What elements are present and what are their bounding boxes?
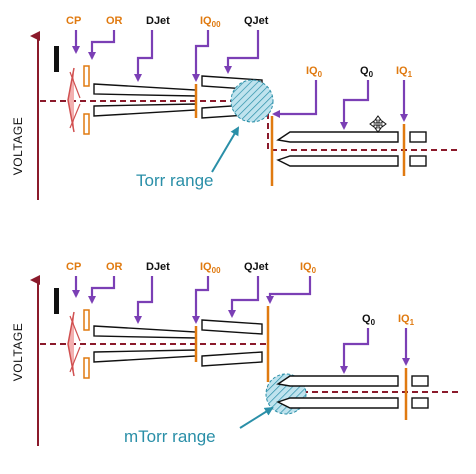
q1-rod-upper [409, 131, 427, 143]
move-cursor-icon [369, 115, 387, 133]
range-label-torr: Torr range [136, 171, 213, 190]
scale-bar [54, 46, 59, 72]
djet-rod-upper [93, 325, 197, 339]
pointer-iq00 [192, 276, 210, 324]
q0-rod-upper [276, 375, 399, 387]
pointer-or [88, 276, 116, 304]
label-cp: CP [66, 15, 81, 27]
pointer-q0 [340, 80, 370, 130]
or-electrode-upper [83, 65, 90, 87]
label-djet: DJet [146, 15, 170, 27]
q0-rod-lower [276, 155, 399, 167]
pressure-region [230, 79, 274, 123]
scale-bar [54, 288, 59, 314]
qjet-rod-upper [201, 319, 263, 335]
q0-rod-upper [276, 131, 399, 143]
label-qjet: QJet [244, 15, 269, 27]
pointer-djet [134, 276, 154, 324]
q1-rod-lower [409, 155, 427, 167]
pointer-iq00 [192, 30, 210, 82]
label-iq0: IQ0 [306, 65, 323, 79]
label-djet: DJet [146, 261, 170, 273]
or-electrode-lower [83, 357, 90, 379]
cp-cone [67, 311, 75, 377]
or-electrode-lower [83, 113, 90, 135]
label-iq1: IQ1 [396, 65, 413, 79]
pointer-iq0 [272, 80, 318, 118]
djet-rod-lower [93, 349, 197, 363]
pointer-iq0 [266, 276, 312, 304]
voltage-axis-label: VOLTAGE [11, 323, 25, 381]
pointer-qjet [228, 276, 260, 318]
label-iq0: IQ0 [300, 261, 317, 275]
pointer-djet [134, 30, 154, 82]
range-label-mtorr: mTorr range [124, 427, 216, 446]
label-or: OR [106, 261, 123, 273]
range-pointer-torr [211, 126, 240, 173]
voltage-axis-label: VOLTAGE [11, 117, 25, 175]
label-qjet: QJet [244, 261, 269, 273]
label-q0: Q0 [362, 313, 376, 327]
label-or: OR [106, 15, 123, 27]
panel-bottom: VOLTAGE CP OR DJet IQ00 QJet [11, 261, 458, 446]
djet-rod-lower [93, 103, 197, 117]
qjet-rod-lower [201, 351, 263, 367]
label-iq1: IQ1 [398, 313, 415, 327]
q1-rod-lower [411, 397, 429, 409]
panel-top: VOLTAGE CP OR DJet [11, 15, 458, 200]
cp-cone [67, 67, 75, 133]
label-iq00: IQ00 [200, 15, 221, 29]
pointer-qjet [224, 30, 260, 74]
pointer-or [88, 30, 116, 60]
djet-rod-upper [93, 83, 197, 97]
q1-rod-upper [411, 375, 429, 387]
or-electrode-upper [83, 309, 90, 331]
voltage-profile [40, 100, 458, 151]
q0-rod-lower [276, 397, 399, 409]
label-cp: CP [66, 261, 81, 273]
range-pointer-mtorr [239, 406, 274, 429]
label-iq00: IQ00 [200, 261, 221, 275]
pointer-q0 [340, 328, 370, 374]
label-q0: Q0 [360, 65, 374, 79]
